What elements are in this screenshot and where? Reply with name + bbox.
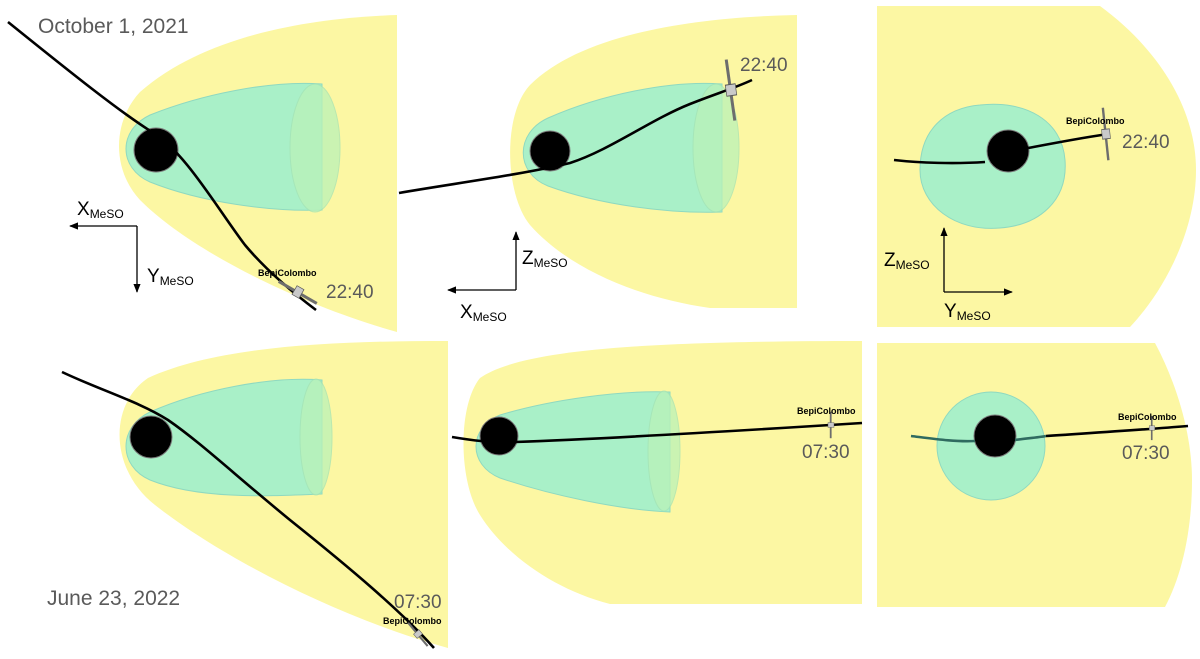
mercury-planet <box>973 414 1017 458</box>
axis-indicator: ZMeSO YMeSO <box>884 227 1013 323</box>
trajectory-line <box>7 20 317 312</box>
axis-label-y: YMeSO <box>944 301 991 323</box>
trajectory-line <box>61 370 435 649</box>
trajectory-line <box>910 434 976 443</box>
date-label-top: October 1, 2021 <box>38 15 189 38</box>
magnetotail-cross-section <box>647 390 681 512</box>
spacecraft-label: BepiColombo <box>1118 412 1177 422</box>
magnetosphere-region <box>919 103 1066 229</box>
magnetosphere-region <box>522 82 723 213</box>
magnetotail-cross-section <box>299 378 333 496</box>
mercury-planet <box>479 416 519 456</box>
trajectory-line <box>893 158 986 165</box>
axis-label-x: XMeSO <box>460 302 507 324</box>
time-label: 07:30 <box>1122 443 1170 464</box>
magnetosphere-region <box>125 82 323 211</box>
panel-bottom-yz: BepiColombo 07:30 <box>877 343 1192 607</box>
mercury-planet <box>133 127 179 173</box>
time-label: 07:30 <box>394 592 442 613</box>
axis-label-y: YMeSO <box>147 266 194 288</box>
mercury-planet <box>529 130 571 172</box>
spacecraft-label: BepiColombo <box>1066 116 1125 126</box>
time-label: 22:40 <box>1122 132 1170 153</box>
time-label: 22:40 <box>326 282 374 303</box>
panel-bottom-xz: BepiColombo 07:30 <box>451 341 863 604</box>
trajectory-line <box>1045 424 1189 438</box>
time-label: 07:30 <box>802 442 850 463</box>
trajectory-line <box>398 78 753 195</box>
panel-bottom-xy: June 23, 2022 07:30 BepiColombo <box>47 341 448 649</box>
panel-top-xz: 22:40 ZMeSO XMeSO <box>398 15 797 324</box>
magnetosphere-region <box>125 378 323 497</box>
trajectory-line <box>1014 434 1047 442</box>
magnetosphere-region <box>475 391 671 513</box>
spacecraft-label: BepiColombo <box>258 268 317 278</box>
magnetotail-cross-section <box>289 83 341 213</box>
spacecraft-label: BepiColombo <box>797 406 856 416</box>
panel-top-yz: BepiColombo 22:40 ZMeSO YMeSO <box>877 6 1196 327</box>
trajectory-line <box>1027 132 1109 150</box>
axis-label-z: ZMeSO <box>884 250 930 272</box>
date-label-bottom: June 23, 2022 <box>47 587 180 610</box>
trajectory-line <box>451 421 863 444</box>
axis-label-z: ZMeSO <box>522 248 568 270</box>
axis-indicator: XMeSO YMeSO <box>69 199 194 293</box>
spacecraft-label: BepiColombo <box>383 616 442 626</box>
mercury-planet <box>986 129 1030 173</box>
magnetotail-cross-section <box>692 83 740 213</box>
axis-indicator: ZMeSO XMeSO <box>447 231 568 324</box>
mercury-planet <box>129 415 173 459</box>
time-label: 22:40 <box>740 55 788 76</box>
axis-label-x: XMeSO <box>77 199 124 221</box>
panel-top-xy: October 1, 2021 BepiColombo 22:40 XMeSO … <box>7 15 397 332</box>
